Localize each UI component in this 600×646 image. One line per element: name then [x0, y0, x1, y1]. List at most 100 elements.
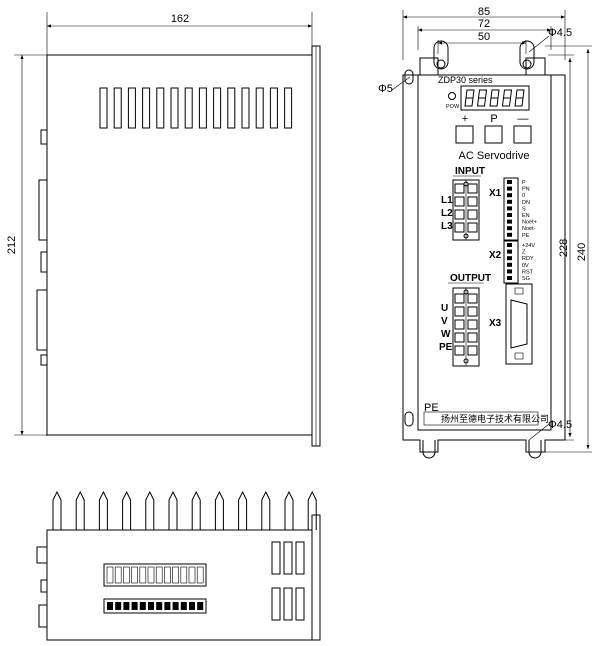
pin-label: Z	[522, 250, 526, 256]
pin-label: RDY	[522, 256, 534, 262]
pin-label: Noet+	[522, 220, 537, 226]
seven-seg-display	[460, 85, 530, 111]
dim-240-label: 240	[576, 243, 588, 261]
fin	[98, 490, 108, 530]
vent-slot	[227, 87, 236, 129]
output-screw	[454, 293, 465, 304]
pin-label: RST	[522, 269, 534, 275]
vent-slot	[184, 87, 193, 129]
terminal-pin	[507, 219, 512, 224]
output-slot	[467, 306, 478, 317]
pin-label: PE	[522, 233, 530, 239]
x2-terminal	[503, 240, 519, 284]
series-label: ZDP30 series	[438, 75, 493, 85]
minus-button[interactable]	[513, 125, 532, 144]
terminal-pin	[180, 602, 187, 610]
output-terminal-blocks	[454, 289, 478, 364]
terminal-cell	[131, 566, 138, 584]
fin	[307, 490, 317, 530]
p-button[interactable]	[484, 125, 503, 144]
input-title: INPUT	[455, 166, 485, 177]
pin-label: 0	[522, 193, 525, 199]
x3-connector	[505, 283, 533, 365]
terminal-cell	[139, 566, 147, 584]
output-mount-hole	[463, 289, 469, 295]
terminal-cell	[123, 566, 130, 584]
vent-slot	[213, 87, 222, 129]
minus-label: —	[518, 113, 529, 125]
input-screw	[454, 209, 465, 220]
pin-label: 0V	[522, 263, 529, 269]
terminal-pin	[507, 232, 512, 237]
terminal-cell	[106, 566, 114, 584]
dim-228-label: 228	[558, 239, 570, 257]
terminal-pin	[164, 602, 171, 610]
terminal-cell	[172, 566, 179, 584]
terminal-pin	[131, 602, 138, 610]
terminal-pin	[507, 243, 512, 247]
terminal-pin	[507, 193, 512, 198]
input-slot	[467, 222, 478, 233]
terminal-pin	[507, 226, 512, 231]
input-pin-label: L2	[441, 208, 453, 219]
company-box	[423, 411, 539, 426]
product-name: AC Servodrive	[459, 150, 530, 162]
hole-left-label: Φ5	[378, 83, 393, 95]
vent-slot	[269, 87, 278, 129]
terminal-cell	[147, 566, 155, 584]
x1-terminal	[503, 177, 519, 241]
dim-50-label: 50	[478, 31, 490, 43]
vent-slot	[127, 87, 136, 129]
pow-led	[448, 92, 456, 100]
terminal-pin	[507, 269, 512, 274]
fin	[238, 490, 248, 530]
terminal-pin	[507, 186, 512, 191]
terminal-cell	[188, 566, 196, 584]
bottom-view	[36, 490, 321, 641]
hole-bottom-label: Φ4.5	[548, 419, 572, 431]
terminal-cell	[155, 566, 163, 584]
output-pin-label: W	[441, 329, 451, 340]
hole-top-label: Φ4.5	[548, 27, 572, 39]
vent-slot	[271, 587, 281, 621]
pin-label: P	[522, 180, 526, 186]
terminal-pin	[507, 249, 512, 254]
pin-label: DN	[522, 200, 530, 206]
terminal-pin	[156, 602, 163, 610]
input-pin-label: L3	[441, 221, 453, 232]
terminal-pin	[507, 199, 512, 204]
plus-button[interactable]	[455, 125, 474, 144]
side-vents	[99, 87, 293, 129]
terminal-pin	[507, 206, 512, 211]
terminal-pin	[172, 602, 179, 610]
terminal-pin	[139, 602, 146, 610]
vent-slot	[170, 87, 179, 129]
front-view: 85 72 50 Φ4.5 Φ5 Φ4.5 228 240	[378, 6, 592, 459]
input-screw	[454, 222, 465, 233]
terminal-cell	[180, 566, 188, 584]
terminal-pin	[197, 602, 204, 610]
input-terminal-blocks	[454, 181, 478, 239]
pin-label: SG	[522, 276, 530, 282]
terminal-pin	[189, 602, 195, 610]
output-screw	[454, 319, 465, 330]
fin	[191, 490, 201, 530]
fin	[122, 490, 132, 530]
vent-slot	[284, 87, 293, 129]
output-slot	[467, 293, 478, 304]
vent-slot	[241, 87, 250, 129]
output-mount-hole	[463, 358, 469, 364]
fin	[214, 490, 224, 530]
vent-slot	[156, 87, 165, 129]
vent-slot	[198, 87, 207, 129]
dim-width-label: 162	[171, 13, 189, 25]
x3-label: X3	[489, 318, 502, 329]
input-slot	[467, 183, 478, 194]
output-slot	[467, 345, 478, 356]
input-slot	[467, 196, 478, 207]
terminal-pin	[507, 213, 512, 217]
pow-label: POW	[446, 104, 460, 110]
terminal-pin	[507, 256, 512, 261]
fin	[52, 490, 62, 530]
